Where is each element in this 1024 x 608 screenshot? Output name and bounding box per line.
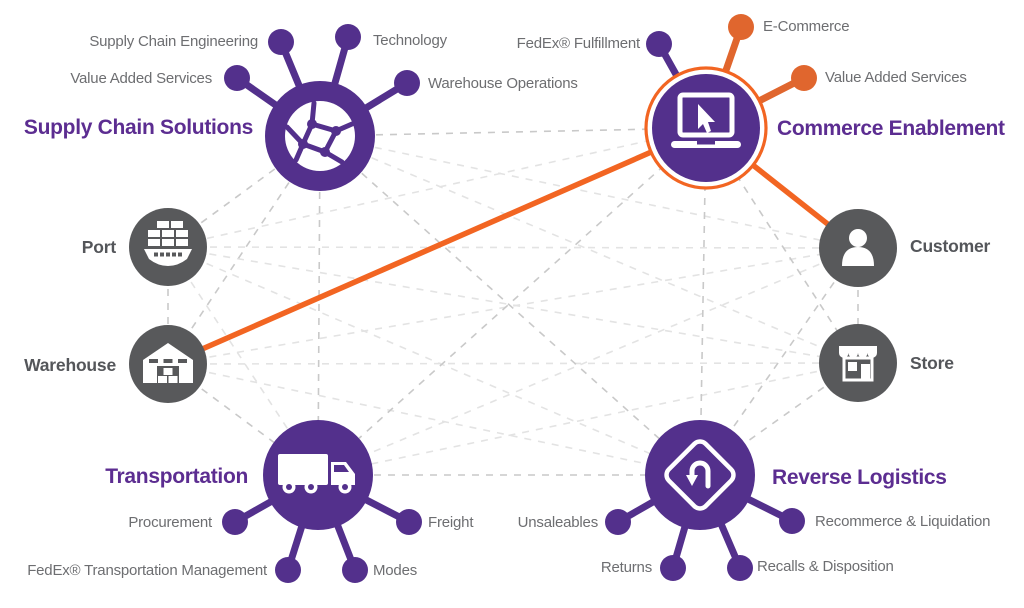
satellite-label-fedex-transportation-management: FedEx® Transportation Management [27,562,267,579]
satellite-label-e-commerce: E-Commerce [763,18,850,35]
dashed-connections-light [167,127,859,476]
satellite-label-unsaleables: Unsaleables [517,514,599,531]
satellite-label-value-added-services: Value Added Services [70,70,212,87]
satellite-label-modes: Modes [373,562,418,579]
node-label-warehouse: Warehouse [24,355,116,375]
person-icon [842,229,874,266]
satellite-label-warehouse-operations: Warehouse Operations [428,75,578,92]
satellite-label-technology: Technology [373,32,447,49]
cargo-ship-icon [144,221,192,266]
satellite-dots-purple [222,24,805,583]
satellite-label-returns: Returns [600,559,652,576]
node-label-store: Store [910,353,954,373]
satellite-label-fedex-fulfillment: FedEx® Fulfillment [516,35,641,52]
satellite-label-freight: Freight [428,514,474,531]
satellite-label-procurement: Procurement [128,514,212,531]
satellite-label-supply-chain-engineering: Supply Chain Engineering [89,33,258,50]
reverse-logistics-circle [645,420,755,530]
satellite-dots-orange [728,14,817,91]
port-circle [129,208,207,286]
laptop-cursor-icon [671,92,741,148]
hub-title-reverse-logistics: Reverse Logistics [772,466,947,489]
satellite-label-value-added-services-ce: Value Added Services [825,69,967,86]
warehouse-icon [143,343,193,383]
u-turn-sign-icon [664,439,736,511]
hub-title-commerce-enablement: Commerce Enablement [777,117,1005,140]
hub-title-transportation: Transportation [105,465,248,488]
satellite-label-recommerce-liquidation: Recommerce & Liquidation [815,513,991,530]
store-circle [819,324,897,402]
truck-icon [278,454,355,494]
satellite-label-recalls-disposition: Recalls & Disposition [757,558,894,575]
storefront-icon [839,346,877,382]
hub-title-supply-chain-solutions: Supply Chain Solutions [23,116,253,139]
node-label-port: Port [81,237,116,257]
node-label-customer: Customer [910,236,991,256]
dashed-connections [167,127,859,476]
network-globe-icon [284,100,355,171]
